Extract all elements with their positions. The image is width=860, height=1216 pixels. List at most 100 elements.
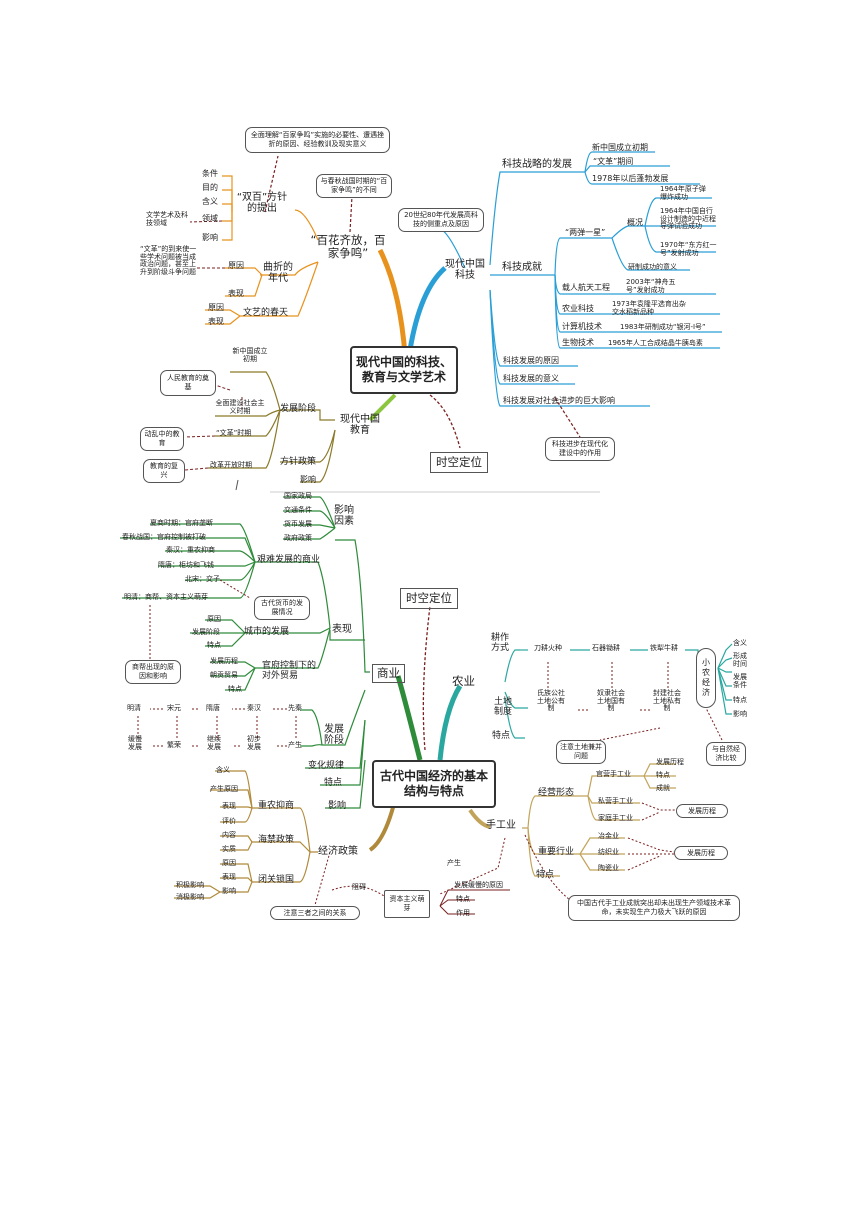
policy-note-three: 注意三者之间的关系 <box>270 906 360 920</box>
sci-agri-item: 1973年袁隆平选育出杂交水稻新品种 <box>612 300 686 316</box>
sci-ld-item-3: 1970年“东方红一号”发射成功 <box>660 241 717 257</box>
commerce-change: 变化规律 <box>308 761 345 771</box>
sci-impact-note: 科技进步在现代化建设中的作用 <box>545 437 615 461</box>
bg-note-1: 积极影响 <box>176 881 204 889</box>
lingyu-note: 文学艺术及科技领域 <box>146 211 188 227</box>
hc-history-node: 发展历程 <box>676 804 728 818</box>
stage-top-1: 明清 <box>127 704 141 712</box>
commerce-city: 城市的发展 <box>244 627 290 637</box>
sci-computer: 计算机技术 <box>562 322 602 331</box>
policy-title: 经济政策 <box>318 846 358 857</box>
sb-item-2: 目的 <box>202 183 218 192</box>
hc-industry-note: 发展历程 <box>674 846 728 860</box>
hc-feature: 特点 <box>536 870 555 880</box>
hj-item-2: 实质 <box>222 845 236 853</box>
hc-form-item-1: 官营手工业 <box>596 770 631 778</box>
tech-edu-time-node: 时空定位 <box>430 452 488 473</box>
sci-liangdan: “两弹一星” <box>565 228 606 237</box>
hard-item-2: 春秋战国：官府控制被打破 <box>122 533 206 541</box>
stage-top-3: 隋唐 <box>206 704 220 712</box>
stage-bottom-3: 继续发展 <box>207 735 221 751</box>
hc-industry-item-2: 纺织业 <box>598 848 619 856</box>
sci-gaikuang: 概况 <box>627 218 643 227</box>
hc-form-item-2: 私营手工业 <box>598 797 633 805</box>
commerce-title: 商业 <box>372 664 405 683</box>
sci-ld-item-2: 1964年中国自行设计制造的中近程导弹试验成功 <box>660 207 716 231</box>
edu-stage: 发展阶段 <box>280 404 317 414</box>
handicraft-title: 手工业 <box>486 820 516 831</box>
commerce-hard: 艰难发展的商业 <box>257 555 321 565</box>
commerce-factors-title: 影响因素 <box>334 505 354 527</box>
hundred-note-compare: 与春秋战国时期的“百家争鸣”的不同 <box>316 174 392 198</box>
sb-item-4: 领域 <box>202 214 218 223</box>
xn-item-2: 形成时间 <box>733 652 747 668</box>
edu-stage-item-3: “文革”时期 <box>216 429 252 437</box>
sci-strategy-item-1: 新中国成立初期 <box>592 143 648 152</box>
hard-item-4: 隋唐：柜坊和飞钱 <box>158 561 214 569</box>
sci-space: 载人航天工程 <box>562 283 610 292</box>
commerce-feature: 特点 <box>324 778 343 788</box>
bg-item-3: 影响 <box>222 887 236 895</box>
edu-note-1: 人民教育的奠基 <box>160 370 216 396</box>
tech-edu-center-node: 现代中国的科技、教育与文学艺术 <box>350 346 458 394</box>
hc-form: 经营形态 <box>538 788 575 798</box>
agri-gengzuo: 耕作方式 <box>490 633 509 653</box>
sci-impact: 科技发展对社会进步的巨大影响 <box>503 396 615 405</box>
biguan-title: 闭关锁国 <box>258 875 295 885</box>
sci-achievements: 科技成就 <box>502 262 542 273</box>
hard-item-1: 夏商时期：官府垄断 <box>150 519 213 527</box>
capital-item-3: 作用 <box>456 909 470 917</box>
city-item-3: 特点 <box>207 641 221 649</box>
compare-note: 与自然经济比较 <box>706 742 746 766</box>
capital-item-2: 特点 <box>456 895 470 903</box>
gz-item-2: 石器锄耕 <box>592 644 620 652</box>
zn-item-1: 含义 <box>216 766 230 774</box>
hc-industry-item-1: 冶金业 <box>598 832 619 840</box>
capital-item-1: 发展缓慢的原因 <box>454 881 503 889</box>
stage-top-2: 宋元 <box>167 704 181 712</box>
stage-bottom-1: 缓慢发展 <box>128 735 142 751</box>
edu-stage-item-2: 全面建设社会主义时期 <box>215 399 265 415</box>
hj-item-1: 内容 <box>222 831 236 839</box>
factor-3: 货币发展 <box>284 520 312 528</box>
qz-item-1: 原因 <box>228 261 244 270</box>
sci-ld-item-1: 1964年原子弹爆炸成功 <box>660 185 706 201</box>
sci-title: 现代中国科技 <box>445 259 485 281</box>
capital-node: 资本主义萌芽 <box>384 890 430 918</box>
land-item-2: 奴隶社会土地国有制 <box>597 689 625 713</box>
gy-item-1: 发展历程 <box>656 758 684 766</box>
capital-chansheng-label: 产生 <box>447 859 461 867</box>
trade-item-1: 发展历程 <box>210 657 238 665</box>
edu-note-2: 动乱中的教育 <box>140 427 184 451</box>
agri-title: 农业 <box>452 674 475 688</box>
edu-stage-item-4: 改革开放时期 <box>210 461 252 469</box>
sci-strategy-item-3: 1978年以后蓬勃发展 <box>592 174 669 183</box>
land-item-1: 氏族公社土地公有制 <box>537 689 565 713</box>
zhongnong-title: 重农抑商 <box>258 801 295 811</box>
wenge-note: “文革”的到来使一些学术问题被当成政治问题，甚至上升到阶级斗争问题 <box>140 245 197 277</box>
qz-item-2: 表现 <box>228 289 244 298</box>
economy-time-node: 时空定位 <box>400 588 458 609</box>
bg-item-1: 原因 <box>222 859 236 867</box>
sci-space-item: 2003年“神舟五号”发射成功 <box>626 278 676 294</box>
sci-strategy-item-2: “文革”期间 <box>593 157 634 166</box>
spring-item-1: 原因 <box>208 303 224 312</box>
hard-item-5: 北宋：交子 <box>185 575 220 583</box>
land-note: 注意土地兼并问题 <box>556 740 606 764</box>
stage-top-5: 先秦 <box>288 704 302 712</box>
gz-item-1: 刀耕火种 <box>534 644 562 652</box>
factor-1: 国家政局 <box>284 492 312 500</box>
sb-item-3: 含义 <box>202 197 218 206</box>
spring-title: 文艺的春天 <box>243 308 289 318</box>
stage-bottom-4: 初步发展 <box>247 735 261 751</box>
stage-bottom-2: 繁荣 <box>167 741 181 749</box>
edu-title: 现代中国教育 <box>340 414 380 436</box>
zn-item-4: 评价 <box>222 817 236 825</box>
agri-feature: 特点 <box>492 731 511 741</box>
hard-item-6: 明清：商帮、资本主义萌芽 <box>124 593 208 601</box>
xn-item-1: 含义 <box>733 639 747 647</box>
city-item-2: 发展阶段 <box>192 628 220 636</box>
edu-note-3: 教育的复兴 <box>143 459 185 483</box>
